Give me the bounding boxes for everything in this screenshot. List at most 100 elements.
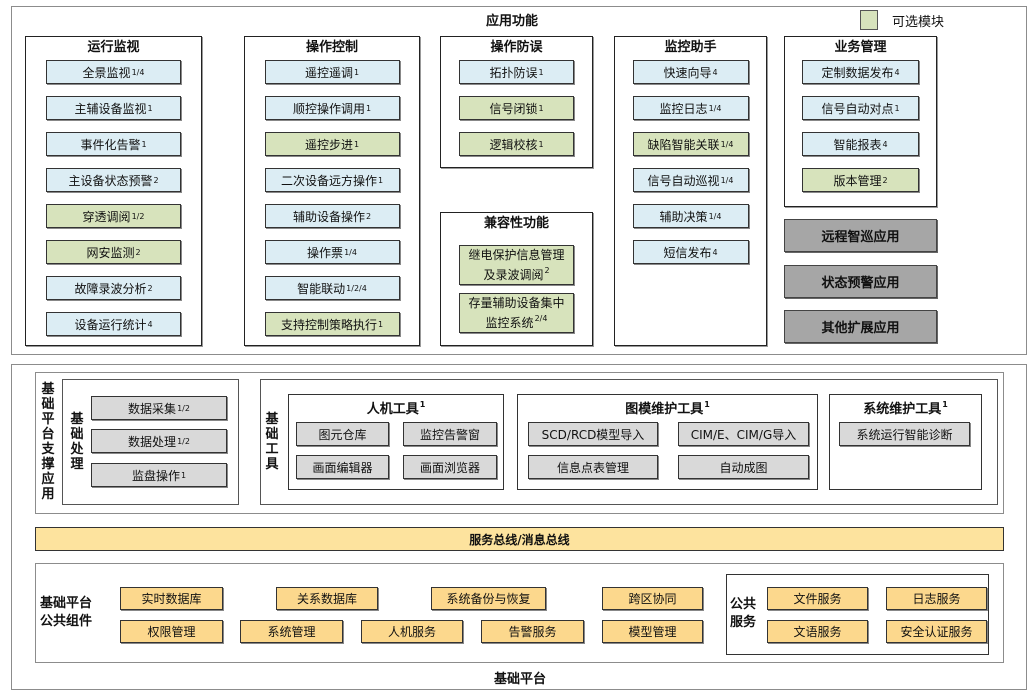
module-label: 逻辑校核 [489,137,538,152]
panel-title: 兼容性功能 [483,216,549,231]
tool-item[interactable]: 信息点表管理 [528,455,658,479]
module-label: 信号自动对点 [821,101,894,116]
app-functions-title: 应用功能 [485,14,538,29]
legend-optional-swatch [860,10,878,30]
tool-group-title: 图模维护工具 [625,402,704,417]
common-component[interactable]: 系统备份与恢复 [431,587,546,610]
tool-item[interactable]: 画面编辑器 [296,455,389,479]
processing-label: 数据采集 [128,401,177,416]
ext-app-other[interactable]: 其他扩展应用 [784,310,937,343]
module-superscript: 1 [894,103,900,113]
module-superscript: 1 [365,103,372,113]
legend-optional-label: 可选模块 [892,15,945,30]
module-item[interactable]: 存量辅助设备集中监控系统2/4 [459,293,574,333]
module-label: 信号闭锁 [489,101,538,116]
tool-item[interactable]: 监控告警窗 [403,422,497,446]
processing-superscript: 1/2 [177,403,190,413]
common-component[interactable]: 人机服务 [361,620,463,643]
public-service[interactable]: 安全认证服务 [886,620,987,643]
tool-item[interactable]: SCD/RCD模型导入 [528,422,658,446]
common-component[interactable]: 模型管理 [602,620,703,643]
common-component[interactable]: 关系数据库 [276,587,378,610]
service-bus[interactable]: 服务总线/消息总线 [35,527,1004,551]
tool-item[interactable]: 自动成图 [678,455,809,479]
module-label: 定制数据发布 [821,65,894,80]
tool-item[interactable]: 图元仓库 [296,422,389,446]
tool-item[interactable]: 画面浏览器 [403,455,497,479]
module-superscript: 1 [147,103,153,113]
panel-title: 操作控制 [305,40,358,55]
processing-label: 基础处理 [70,412,84,472]
module-superscript: 1 [538,67,544,77]
tools-label: 基础工具 [265,412,279,472]
module-item[interactable]: 继电保护信息管理及录波调阅2 [459,245,574,285]
common-component[interactable]: 跨区协同 [602,587,703,610]
public-service[interactable]: 日志服务 [886,587,987,610]
module-superscript: 2 [153,175,159,185]
ext-app-state-warning[interactable]: 状态预警应用 [784,265,937,298]
module-superscript: 4 [147,319,153,329]
module-label: 存量辅助设备集中 [468,296,565,310]
public-service[interactable]: 文件服务 [767,587,868,610]
module-label: 遥控步进 [304,137,353,152]
common-component[interactable]: 系统管理 [240,620,343,643]
tool-item[interactable]: CIM/E、CIM/G导入 [678,422,809,446]
common-component[interactable]: 实时数据库 [120,587,223,610]
module-superscript: 1/4 [131,67,145,77]
module-label-line2: 监控系统2/4 [486,311,548,331]
module-superscript: 1/4 [720,175,734,185]
module-label: 设备运行统计 [74,317,147,332]
module-label: 主辅设备监视 [74,101,147,116]
ext-app-remote-patrol[interactable]: 远程智巡应用 [784,219,937,252]
module-label: 全景监视 [82,65,131,80]
module-label: 智能报表 [833,137,882,152]
module-label: 网安监测 [86,245,135,260]
common-component[interactable]: 告警服务 [481,620,584,643]
module-superscript: 1 [353,67,360,77]
public-service[interactable]: 文语服务 [767,620,868,643]
module-superscript: 2 [882,175,888,185]
module-superscript: 4 [712,67,718,77]
module-superscript: 1/2/4 [346,283,367,293]
common-component[interactable]: 权限管理 [120,620,223,643]
panel-title: 业务管理 [834,40,887,55]
tool-item[interactable]: 系统运行智能诊断 [839,422,970,446]
module-superscript: 2 [135,247,141,257]
